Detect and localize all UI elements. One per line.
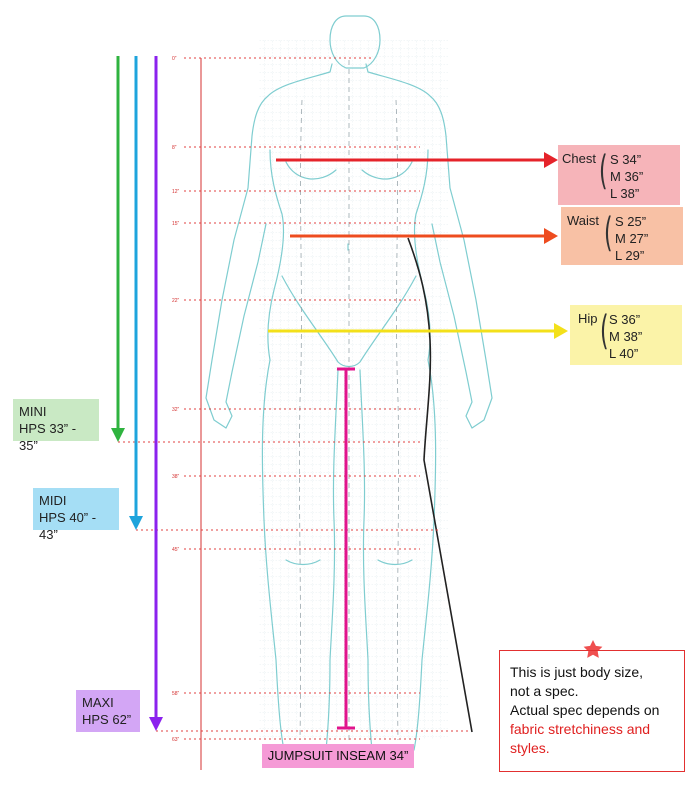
figure-grid (258, 40, 448, 740)
chest-size-m: M 36” (610, 169, 644, 184)
ruler-label: 0” (172, 56, 177, 62)
chest-measurement-box: Chest ( S 34” M 36” L 38” (558, 145, 680, 205)
ruler-label: 22” (172, 298, 180, 304)
waist-arrow (290, 228, 558, 244)
ruler-label: 45” (172, 547, 180, 553)
ruler-label: 12” (172, 189, 180, 195)
mini-length-box: MINI HPS 33” - 35” (13, 399, 99, 453)
note-line-3: Actual spec depends on (510, 702, 660, 718)
bracket-glyph: ( (600, 308, 609, 354)
ruler-label: 32” (172, 407, 180, 413)
maxi-label: MAXI (82, 695, 114, 710)
bracket-glyph: ( (599, 148, 608, 194)
note-line-1: This is just body size, (510, 664, 644, 680)
mini-value: HPS 33” - 35” (19, 421, 77, 453)
maxi-value: HPS 62” (82, 712, 132, 727)
waist-measurement-box: Waist ( S 25” M 27” L 29” (561, 207, 683, 265)
waist-size-m: M 27” (615, 231, 649, 246)
chest-label: Chest (562, 151, 596, 166)
maxi-length-box: MAXI HPS 62” (76, 690, 140, 732)
hip-arrow (268, 323, 568, 339)
midi-length-box: MIDI HPS 40” - 43” (33, 488, 119, 542)
inseam-marker (337, 367, 355, 730)
guide-lines (118, 57, 470, 740)
skirt-silhouette (407, 237, 473, 733)
ruler-label: 58” (172, 691, 180, 697)
waist-size-l: L 29” (615, 248, 645, 263)
chest-arrow (276, 152, 558, 168)
construction-lines (299, 60, 399, 750)
waist-size-s: S 25” (615, 214, 647, 229)
croquis-outline (205, 15, 493, 751)
star-icon (583, 640, 603, 658)
chest-size-s: S 34” (610, 152, 642, 167)
ruler-labels: 0” 8” 12” 15” 22” 32” 38” 45” 58” 63” (172, 56, 180, 743)
mini-arrow (111, 56, 125, 442)
midi-arrow (129, 56, 143, 530)
note-line-4: fabric stretchiness and (510, 721, 651, 737)
waist-sizes: S 25” M 27” L 29” (615, 213, 648, 264)
chest-sizes: S 34” M 36” L 38” (610, 151, 643, 202)
bracket-glyph: ( (604, 210, 613, 256)
hip-sizes: S 36” M 38” L 40” (609, 311, 642, 362)
note-line-5: styles. (510, 740, 550, 756)
ruler-label: 63” (172, 737, 180, 743)
inseam-label: JUMPSUIT INSEAM 34” (262, 744, 414, 768)
ruler-label: 8” (172, 145, 177, 151)
hip-measurement-box: Hip ( S 36” M 38” L 40” (570, 305, 682, 365)
hip-size-m: M 38” (609, 329, 643, 344)
hip-size-l: L 40” (609, 346, 639, 361)
midi-value: HPS 40” - 43” (39, 510, 97, 542)
midi-label: MIDI (39, 493, 67, 508)
hip-label: Hip (578, 311, 598, 326)
disclaimer-note: This is just body size, not a spec. Actu… (499, 650, 685, 772)
note-line-2: not a spec. (510, 683, 579, 699)
waist-label: Waist (567, 213, 600, 228)
ruler-label: 15” (172, 221, 180, 227)
mini-label: MINI (19, 404, 47, 419)
maxi-arrow (149, 56, 163, 731)
chest-size-l: L 38” (610, 186, 640, 201)
ruler-label: 38” (172, 474, 180, 480)
hip-size-s: S 36” (609, 312, 641, 327)
